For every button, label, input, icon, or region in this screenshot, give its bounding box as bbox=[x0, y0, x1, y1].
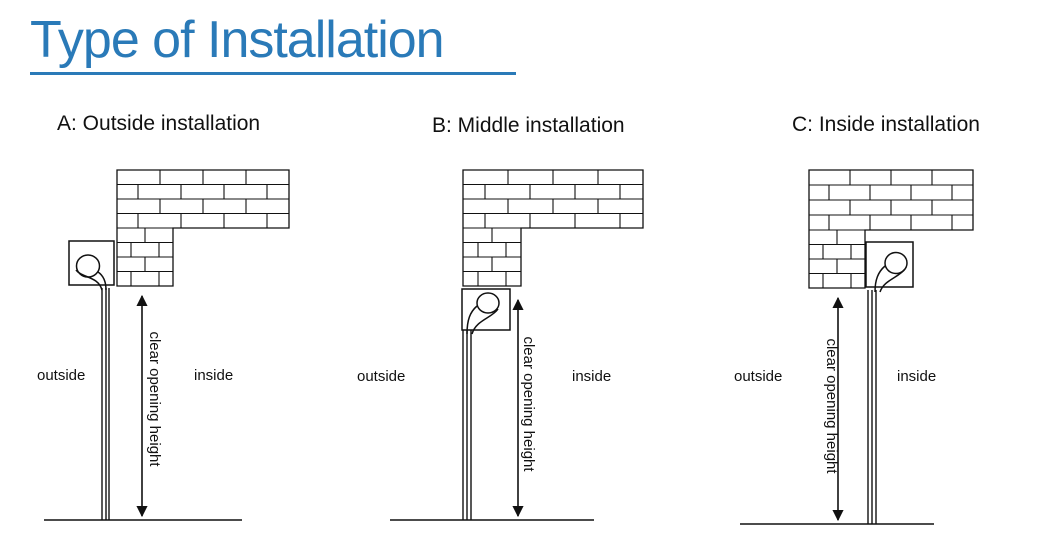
panel-a-door-curtain bbox=[101, 288, 110, 520]
panel-a-brick-wall bbox=[116, 169, 290, 287]
panel-b-diagram bbox=[390, 169, 644, 521]
panel-c-brick-wall bbox=[808, 169, 974, 289]
panel-a-diagram bbox=[44, 169, 290, 521]
panel-b-brick-wall bbox=[462, 169, 644, 287]
panel-c-inside-label: inside bbox=[897, 368, 937, 385]
panel-c-title: C: Inside installation bbox=[792, 113, 980, 136]
panel-b-title: B: Middle installation bbox=[432, 114, 625, 137]
panel-c-door-curtain bbox=[867, 290, 877, 524]
panel-a-title: A: Outside installation bbox=[57, 112, 261, 135]
title-underline bbox=[30, 72, 516, 75]
panel-a-inside-label: inside bbox=[194, 367, 234, 384]
panel-b-door-curtain bbox=[462, 330, 472, 520]
panel-a-outside-label: outside bbox=[37, 367, 86, 384]
panel-c-roller-box bbox=[865, 241, 914, 293]
panel-b-outside-label: outside bbox=[357, 368, 406, 385]
panel-b-roller-box bbox=[461, 288, 511, 335]
page-title: Type of Installation bbox=[30, 11, 445, 69]
panel-c-outside-label: outside bbox=[734, 368, 783, 385]
panel-b-inside-label: inside bbox=[572, 368, 612, 385]
panel-c-diagram bbox=[740, 169, 974, 525]
panel-a-roller-box bbox=[68, 240, 115, 291]
